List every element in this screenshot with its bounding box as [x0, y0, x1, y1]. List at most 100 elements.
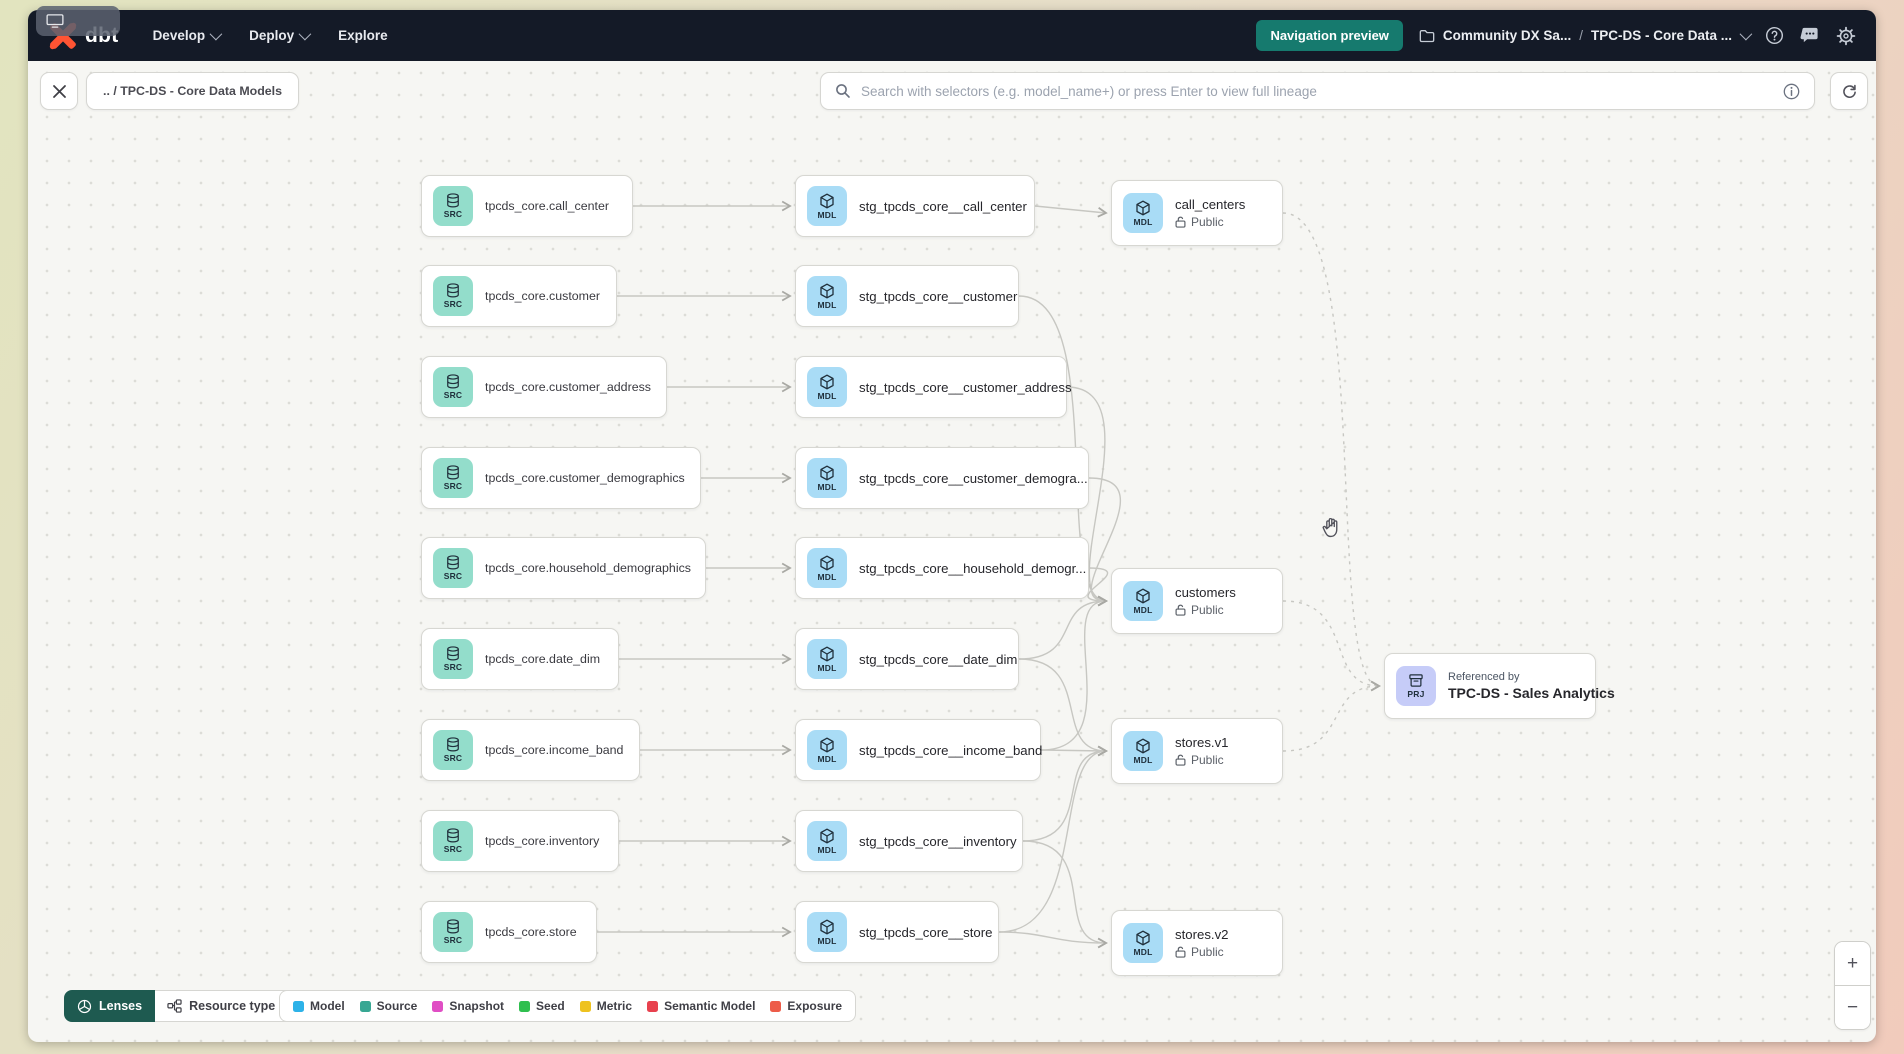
lineage-canvas[interactable]: SRC tpcds_core.call_center SRC tpcds_cor… — [28, 10, 1876, 1042]
legend-item-exposure: Exposure — [770, 999, 842, 1013]
edge-stg_inventory-to-stores_v2 — [1022, 840, 1108, 949]
search-input[interactable] — [861, 83, 1773, 99]
model-icon: MDL — [807, 912, 847, 952]
lineage-edges — [597, 200, 1381, 949]
node-stg_customer[interactable]: MDL stg_tpcds_core__customer — [795, 265, 1019, 327]
model-icon: MDL — [807, 186, 847, 226]
node-stores_v1[interactable]: MDL stores.v1 Public — [1111, 718, 1283, 784]
node-src_store[interactable]: SRC tpcds_core.store — [421, 901, 597, 963]
legend-item-semantic-model: Semantic Model — [647, 999, 755, 1013]
legend-item-metric: Metric — [579, 999, 633, 1013]
legend-swatch — [579, 1000, 591, 1012]
legend-label: Exposure — [787, 999, 843, 1013]
legend-swatch — [519, 1000, 531, 1012]
breadcrumb-separator: / — [1579, 28, 1583, 43]
zoom-divider — [1835, 985, 1870, 986]
navigation-preview-button[interactable]: Navigation preview — [1256, 20, 1403, 51]
edge-stg_store-to-stores_v1 — [998, 745, 1108, 933]
access-label: Public — [1191, 945, 1224, 959]
node-src_household_demographics[interactable]: SRC tpcds_core.household_demographics — [421, 537, 706, 599]
legend-swatch — [293, 1000, 304, 1012]
legend-swatch — [432, 1000, 444, 1012]
edge-stg_date_dim-to-stores_v1 — [1018, 658, 1108, 757]
node-stg_store[interactable]: MDL stg_tpcds_core__store — [795, 901, 999, 963]
node-stg_household_demographics[interactable]: MDL stg_tpcds_core__household_demogr... — [795, 537, 1089, 599]
node-label: call_centers — [1175, 197, 1246, 212]
chevron-down-icon[interactable] — [1739, 27, 1753, 41]
chevron-down-icon — [298, 27, 312, 41]
node-customers[interactable]: MDL customers Public — [1111, 568, 1283, 634]
edge-stg_date_dim-to-customers — [1018, 595, 1108, 660]
node-label: tpcds_core.income_band — [485, 743, 624, 757]
edge-stg_inventory-to-stores_v1 — [1022, 745, 1108, 842]
breadcrumb[interactable]: .. / TPC-DS - Core Data Models — [86, 72, 299, 110]
legend-label: Metric — [596, 999, 633, 1013]
feedback-button[interactable] — [1800, 26, 1820, 45]
node-stores_v2[interactable]: MDL stores.v2 Public — [1111, 910, 1283, 976]
edge-stores_v1-to-project — [1282, 680, 1381, 752]
node-label: stg_tpcds_core__customer — [859, 288, 1018, 304]
feedback-icon — [1800, 27, 1818, 43]
node-src_call_center[interactable]: SRC tpcds_core.call_center — [421, 175, 633, 237]
close-lineage-button[interactable] — [40, 72, 78, 110]
edge-stg_income_band-to-customers — [1040, 595, 1108, 751]
source-icon: SRC — [433, 186, 473, 226]
node-src_income_band[interactable]: SRC tpcds_core.income_band — [421, 719, 640, 781]
settings-button[interactable] — [1836, 26, 1856, 46]
model-icon: MDL — [1123, 193, 1163, 233]
node-stg_customer_address[interactable]: MDL stg_tpcds_core__customer_address — [795, 356, 1072, 418]
node-src_customer_demographics[interactable]: SRC tpcds_core.customer_demographics — [421, 447, 701, 509]
node-stg_inventory[interactable]: MDL stg_tpcds_core__inventory — [795, 810, 1023, 872]
source-icon: SRC — [433, 276, 473, 316]
info-icon[interactable] — [1783, 83, 1800, 100]
project-breadcrumb[interactable]: TPC-DS - Core Data ... — [1590, 28, 1732, 43]
edge-call_centers-to-project — [1282, 212, 1381, 692]
lenses-label: Lenses — [99, 999, 143, 1013]
top-navigation-bar: dbt Develop Deploy Explore Navigation pr… — [28, 10, 1876, 61]
node-stg_customer_demographics[interactable]: MDL stg_tpcds_core__customer_demogra... — [795, 447, 1089, 509]
node-src_customer_address[interactable]: SRC tpcds_core.customer_address — [421, 356, 667, 418]
lineage-search[interactable] — [820, 72, 1815, 110]
lenses-icon — [77, 999, 92, 1013]
source-icon: SRC — [433, 639, 473, 679]
zoom-out-button[interactable]: − — [1835, 986, 1870, 1029]
access-label: Public — [1191, 215, 1224, 229]
screen-icon — [46, 14, 64, 28]
gear-icon — [1836, 26, 1856, 45]
node-call_centers[interactable]: MDL call_centers Public — [1111, 180, 1283, 246]
node-stg_date_dim[interactable]: MDL stg_tpcds_core__date_dim — [795, 628, 1019, 690]
access-label: Public — [1191, 603, 1224, 617]
node-label: stg_tpcds_core__household_demogr... — [859, 560, 1087, 576]
legend-item-model: Model — [293, 999, 345, 1013]
node-project[interactable]: PRJ Referenced by TPC-DS - Sales Analyti… — [1384, 653, 1615, 719]
node-label: stg_tpcds_core__date_dim — [859, 651, 1018, 667]
edge-stg_household_demographics-to-customers — [1087, 567, 1109, 607]
node-label: customers — [1175, 585, 1236, 600]
model-icon: MDL — [807, 639, 847, 679]
model-icon: MDL — [1123, 731, 1163, 771]
node-src_customer[interactable]: SRC tpcds_core.customer — [421, 265, 617, 327]
legend-swatch — [770, 1000, 782, 1012]
nav-develop[interactable]: Develop — [153, 27, 223, 43]
node-label: tpcds_core.household_demographics — [485, 561, 691, 575]
access-label: Public — [1191, 753, 1224, 767]
model-icon: MDL — [807, 548, 847, 588]
lenses-button[interactable]: Lenses — [64, 990, 156, 1022]
help-button[interactable] — [1765, 26, 1784, 45]
node-stg_call_center[interactable]: MDL stg_tpcds_core__call_center — [795, 175, 1035, 237]
source-icon: SRC — [433, 730, 473, 770]
nav-explore-label: Explore — [338, 28, 388, 43]
refresh-lineage-button[interactable] — [1830, 72, 1868, 110]
unlock-icon — [1175, 946, 1186, 958]
node-label: tpcds_core.customer_address — [485, 380, 651, 394]
zoom-in-button[interactable]: + — [1835, 942, 1870, 985]
node-label: tpcds_core.call_center — [485, 199, 609, 213]
account-breadcrumb[interactable]: Community DX Sa... — [1442, 28, 1572, 43]
search-icon — [836, 84, 850, 98]
legend-label: Model — [310, 999, 345, 1013]
node-src_inventory[interactable]: SRC tpcds_core.inventory — [421, 810, 619, 872]
nav-deploy[interactable]: Deploy — [249, 27, 312, 43]
node-stg_income_band[interactable]: MDL stg_tpcds_core__income_band — [795, 719, 1042, 781]
node-src_date_dim[interactable]: SRC tpcds_core.date_dim — [421, 628, 619, 690]
nav-explore[interactable]: Explore — [338, 28, 388, 43]
